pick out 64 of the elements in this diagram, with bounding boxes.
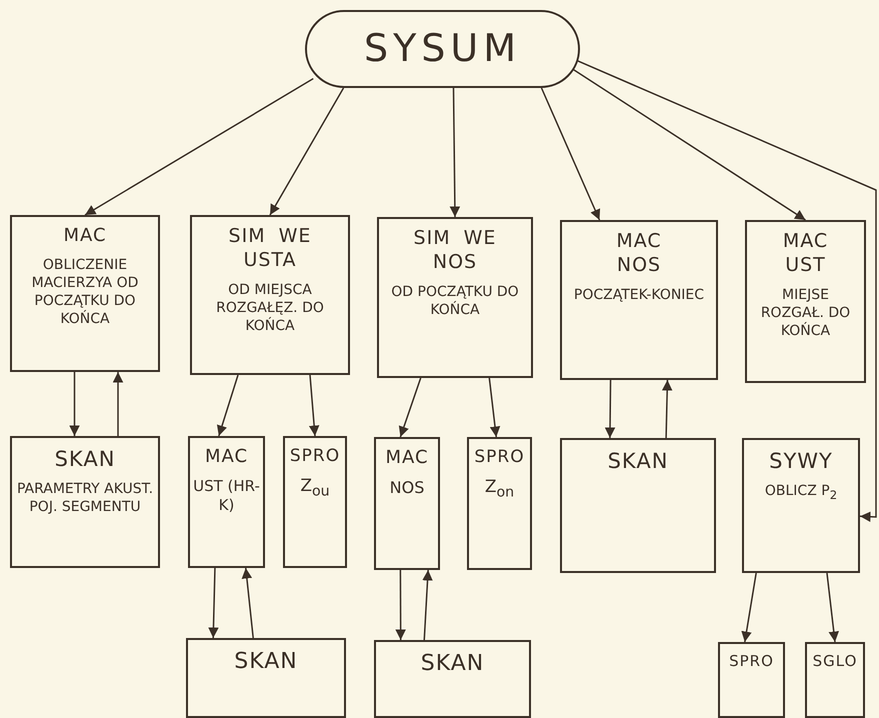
- arrow: [422, 570, 433, 640]
- box-title: SYWY: [769, 448, 833, 474]
- box-title: SKAN: [420, 650, 484, 678]
- box-title: SKAN: [54, 446, 116, 472]
- arrow: [488, 378, 500, 438]
- box-title: SYSUM: [364, 25, 522, 72]
- box-text: OBLICZ P$_{2}$: [764, 482, 838, 504]
- process-box: [374, 437, 440, 570]
- process-box: [805, 642, 865, 718]
- arrow: [576, 60, 877, 522]
- box-text: MIEJSE ROZGAŁ. DO KOŃCA: [760, 286, 852, 340]
- box-title: MAC: [385, 447, 429, 470]
- arrow: [242, 568, 254, 638]
- process-box: [467, 437, 532, 570]
- box-title: MAC: [204, 446, 248, 468]
- arrow: [112, 372, 124, 436]
- process-box: [186, 638, 346, 718]
- box-text: PARAMETRY AKUST. POJ. SEGMENTU: [16, 480, 154, 517]
- process-box: [190, 215, 350, 375]
- box-title: SPRO: [729, 652, 774, 671]
- process-box: [374, 640, 531, 718]
- arrow: [69, 372, 80, 436]
- box-title: SIM WE NOS: [412, 227, 498, 274]
- arrow: [395, 570, 406, 640]
- box-text: OD POCZĄTKU DO KOŃCA: [390, 282, 520, 319]
- box-text: Z$_{on}$: [484, 476, 514, 502]
- process-box: [10, 436, 160, 568]
- box-text: OBLICZENIE MACIERZYA OD POCZĄTKU DO KOŃCA: [30, 256, 140, 328]
- box-text: UST (HR-K): [193, 476, 260, 516]
- process-box: [718, 642, 785, 718]
- arrow: [84, 78, 314, 216]
- arrow: [308, 374, 320, 436]
- process-box: [742, 438, 860, 573]
- box-text: NOS: [390, 478, 424, 498]
- box-title: SIM WE USTA: [228, 225, 312, 272]
- process-box: [10, 215, 160, 372]
- process-box: [560, 220, 718, 380]
- box-text: Z$_{ou}$: [300, 475, 330, 502]
- box-title: MAC: [63, 225, 107, 248]
- box-title: SKAN: [234, 648, 298, 676]
- box-title: MAC NOS: [615, 230, 663, 278]
- arrow: [741, 572, 757, 642]
- arrow: [216, 374, 239, 436]
- box-title: SPRO: [474, 447, 525, 468]
- arrow: [208, 568, 219, 638]
- box-title: SGLO: [812, 652, 858, 671]
- process-box: [560, 438, 716, 573]
- arrow: [571, 68, 806, 221]
- box-title: MAC UST: [782, 230, 830, 278]
- box-title: SPRO: [290, 446, 340, 468]
- box-text: POCZĄTEK-KONIEC: [574, 286, 704, 304]
- process-box: [745, 220, 866, 383]
- arrow: [662, 380, 672, 438]
- box-title: SKAN: [608, 448, 668, 474]
- process-box: [283, 436, 347, 568]
- arrow: [450, 88, 460, 217]
- process-box: [377, 217, 533, 378]
- arrow: [269, 88, 344, 216]
- arrow: [604, 380, 616, 438]
- arrow: [398, 378, 422, 438]
- arrow: [540, 88, 600, 220]
- arrow: [826, 572, 839, 642]
- box-text: OD MIEJSCA ROZGAŁĘZ. DO KOŃCA: [215, 280, 325, 336]
- process-box: [188, 436, 265, 568]
